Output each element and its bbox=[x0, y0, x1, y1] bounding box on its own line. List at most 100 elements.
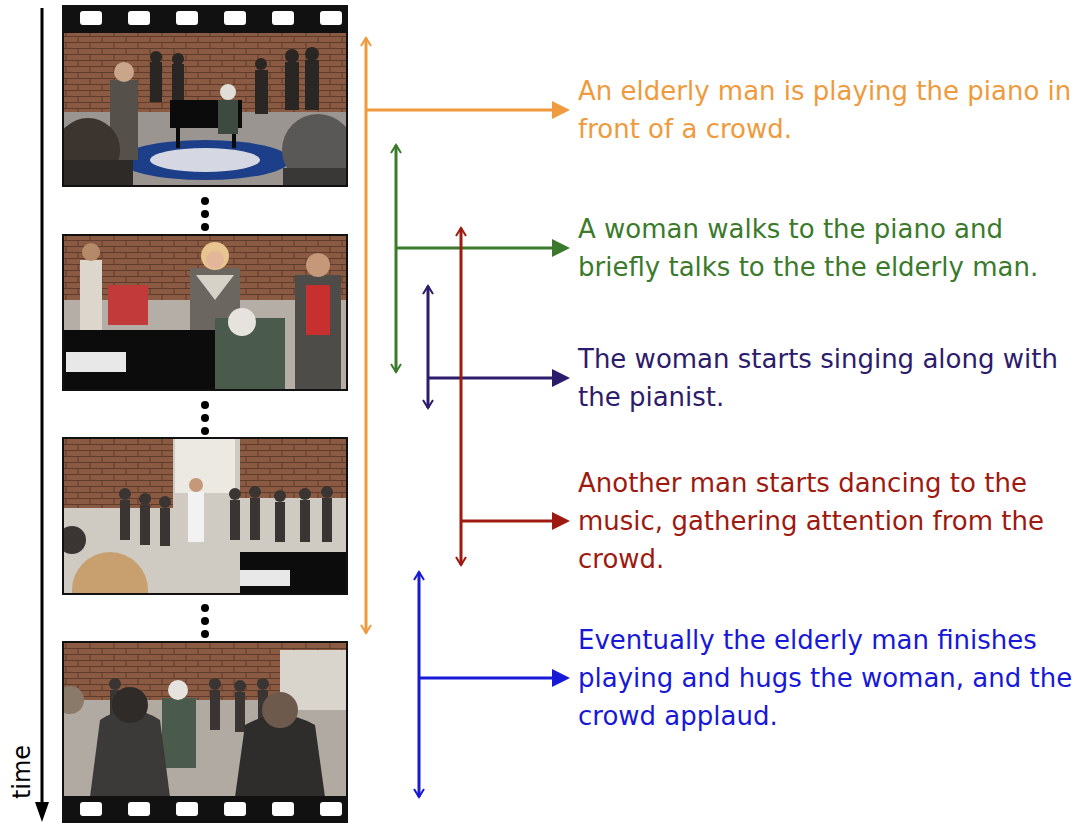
video-frame bbox=[150, 51, 162, 63]
film-band bbox=[80, 11, 102, 25]
ellipsis-dots bbox=[201, 617, 209, 625]
video-frame bbox=[262, 692, 298, 728]
frame-border bbox=[63, 235, 347, 390]
video-frame bbox=[299, 488, 311, 500]
pointer-head bbox=[552, 669, 570, 687]
video-frame bbox=[63, 438, 173, 508]
video-frame bbox=[63, 642, 347, 797]
video-frame bbox=[196, 275, 234, 300]
ellipsis-dots bbox=[201, 223, 209, 231]
pointer-line bbox=[396, 247, 554, 250]
video-frame bbox=[305, 60, 319, 110]
axis-label: time bbox=[8, 745, 36, 799]
film-band bbox=[62, 796, 348, 823]
video-frame bbox=[201, 242, 229, 270]
span-line bbox=[418, 572, 421, 797]
video-frame bbox=[114, 62, 134, 82]
span-tip bbox=[423, 400, 433, 408]
video-frame bbox=[63, 160, 133, 186]
film-band bbox=[320, 11, 342, 25]
video-frame bbox=[168, 680, 188, 700]
pointer-line bbox=[366, 109, 554, 112]
video-frame bbox=[63, 526, 86, 554]
video-frame bbox=[72, 552, 148, 594]
span-line bbox=[427, 286, 430, 408]
time-axis bbox=[35, 8, 49, 822]
pointer-line bbox=[461, 520, 554, 523]
video-frame bbox=[63, 686, 84, 714]
span-tip bbox=[414, 572, 424, 580]
film-band bbox=[224, 802, 246, 816]
film-band bbox=[176, 802, 198, 816]
time-span-bracket bbox=[414, 572, 570, 797]
span-tip bbox=[456, 557, 466, 565]
span-tip bbox=[423, 286, 433, 294]
video-frame bbox=[139, 493, 151, 505]
video-frame bbox=[240, 438, 347, 498]
video-frame bbox=[150, 62, 162, 102]
span-tip bbox=[391, 364, 401, 372]
span-tip bbox=[456, 228, 466, 236]
video-frame bbox=[274, 490, 286, 502]
video-frame bbox=[63, 235, 347, 390]
video-frame bbox=[119, 486, 333, 546]
video-frame bbox=[63, 235, 347, 390]
pointer-head bbox=[552, 101, 570, 119]
video-frame bbox=[322, 498, 332, 542]
video-frame bbox=[172, 53, 184, 65]
video-frame bbox=[109, 678, 121, 690]
video-frame bbox=[172, 64, 184, 102]
video-frame bbox=[218, 100, 238, 134]
video-frame bbox=[90, 710, 170, 797]
time-axis bbox=[35, 802, 49, 822]
time-span-bracket bbox=[456, 228, 570, 565]
ellipsis-dots bbox=[201, 604, 209, 612]
film-band bbox=[62, 796, 348, 823]
ellipsis-dots bbox=[201, 401, 209, 409]
video-frame bbox=[257, 678, 269, 690]
video-frame bbox=[255, 58, 267, 70]
pointer-head bbox=[552, 239, 570, 257]
pointer-head bbox=[552, 512, 570, 530]
video-frame bbox=[120, 500, 130, 540]
film-band bbox=[272, 11, 294, 25]
video-frame bbox=[189, 478, 203, 492]
video-frame bbox=[159, 496, 171, 508]
event-caption: An elderly man is playing the piano in f… bbox=[578, 72, 1076, 148]
pointer-line bbox=[419, 677, 554, 680]
frame-border bbox=[63, 438, 347, 594]
video-frame bbox=[220, 84, 236, 100]
ellipsis-dots bbox=[201, 427, 209, 435]
video-frame bbox=[275, 502, 285, 542]
frame-border bbox=[63, 642, 347, 797]
video-frame bbox=[160, 508, 170, 546]
ellipsis-dots bbox=[201, 630, 209, 638]
event-caption: Eventually the elderly man finishes play… bbox=[578, 621, 1076, 735]
video-frame bbox=[306, 285, 330, 335]
time-span-bracket bbox=[361, 38, 570, 633]
event-caption: The woman starts singing along with the … bbox=[578, 340, 1076, 416]
video-frame bbox=[300, 500, 310, 542]
video-frame bbox=[188, 492, 204, 542]
ellipsis-dots bbox=[201, 414, 209, 422]
film-band bbox=[272, 802, 294, 816]
video-frame bbox=[206, 251, 224, 269]
span-tip bbox=[361, 625, 371, 633]
video-frame bbox=[80, 260, 102, 330]
video-frame bbox=[63, 32, 347, 186]
span-line bbox=[395, 145, 398, 372]
video-frame bbox=[306, 253, 330, 277]
video-frame bbox=[234, 680, 246, 692]
time-span-bracket bbox=[391, 145, 570, 372]
video-frame bbox=[63, 642, 347, 797]
video-frame bbox=[285, 49, 299, 63]
video-frame bbox=[295, 275, 341, 390]
event-caption: Another man starts dancing to the music,… bbox=[578, 464, 1076, 578]
video-frame bbox=[285, 62, 299, 110]
video-frame bbox=[150, 148, 260, 172]
frame-border bbox=[63, 32, 347, 186]
ellipsis-dots bbox=[201, 210, 209, 218]
film-band bbox=[128, 802, 150, 816]
video-frame bbox=[108, 285, 148, 325]
